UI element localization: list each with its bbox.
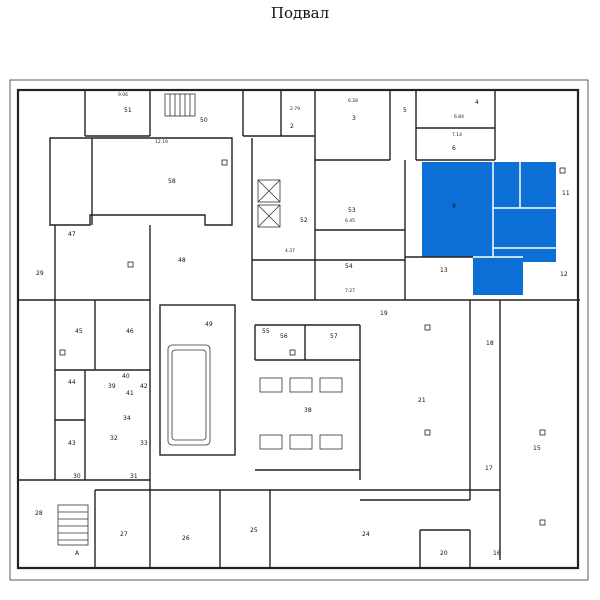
room-label-28: 28 bbox=[35, 510, 43, 517]
room-label-2: 2 bbox=[290, 123, 294, 130]
elevator-core bbox=[251, 138, 405, 300]
room-label-30: 30 bbox=[73, 473, 81, 480]
left-walls bbox=[18, 225, 151, 490]
room-label-44: 44 bbox=[68, 379, 76, 386]
room-label-9: 9 bbox=[452, 203, 456, 210]
room-label-46: 46 bbox=[126, 328, 134, 335]
room-label-34: 34 bbox=[123, 415, 131, 422]
room-label-42: 42 bbox=[140, 383, 148, 390]
room-label-56: 56 bbox=[280, 333, 288, 340]
room-label-31: 31 bbox=[130, 473, 138, 480]
room-area-54: 7.27 bbox=[345, 288, 355, 294]
room-label-18: 18 bbox=[486, 340, 494, 347]
room-label-4: 4 bbox=[475, 99, 479, 106]
room-label-29: 29 bbox=[36, 270, 44, 277]
room-area-2: 2.79 bbox=[290, 106, 300, 112]
top-rooms bbox=[84, 90, 496, 161]
room-label-24: 24 bbox=[362, 531, 370, 538]
room-label-11: 11 bbox=[562, 190, 570, 197]
room-label-3: 3 bbox=[352, 115, 356, 122]
room-label-16: 16 bbox=[493, 550, 501, 557]
room-label-13: 13 bbox=[440, 267, 448, 274]
room-label-19: 19 bbox=[380, 310, 388, 317]
room-label-45: 45 bbox=[75, 328, 83, 335]
columns bbox=[59, 159, 566, 526]
room-38-equipment bbox=[259, 377, 343, 450]
room-label-51: 51 bbox=[124, 107, 132, 114]
room-label-49: 49 bbox=[205, 321, 213, 328]
room-label-43: 43 bbox=[68, 440, 76, 447]
stair-top bbox=[164, 93, 196, 117]
room-label-15: 15 bbox=[533, 445, 541, 452]
room-label-32: 32 bbox=[110, 435, 118, 442]
bottom-rooms bbox=[94, 489, 500, 568]
room-area-6: 7.14 bbox=[452, 132, 462, 138]
room-area-52: 4.37 bbox=[285, 248, 295, 254]
center-rooms bbox=[252, 160, 580, 301]
room-label-6: 6 bbox=[452, 145, 456, 152]
room-label-33: 33 bbox=[140, 440, 148, 447]
highlighted-area[interactable] bbox=[422, 162, 556, 295]
room-label-21: 21 bbox=[418, 397, 426, 404]
room-label-27: 27 bbox=[120, 531, 128, 538]
room-label-58: 58 bbox=[168, 178, 176, 185]
room-label-20: 20 bbox=[440, 550, 448, 557]
pool bbox=[159, 304, 236, 456]
room-label-25: 25 bbox=[250, 527, 258, 534]
room-label-47: 47 bbox=[68, 231, 76, 238]
room-area-51: 9.06 bbox=[118, 92, 128, 98]
plan-title: Подвал bbox=[270, 4, 330, 22]
room-label-50: 50 bbox=[200, 117, 208, 124]
room-area-3: 6.28 bbox=[348, 98, 358, 104]
room-58-area bbox=[49, 137, 233, 226]
exterior-wall bbox=[16, 88, 580, 570]
middle-rooms bbox=[254, 300, 501, 560]
room-label-52: 52 bbox=[300, 217, 308, 224]
room-label-5: 5 bbox=[403, 107, 407, 114]
room-area-53: 6.45 bbox=[345, 218, 355, 224]
room-label-26: 26 bbox=[182, 535, 190, 542]
room-label-38: 38 bbox=[304, 407, 312, 414]
room-label-55: 55 bbox=[262, 328, 270, 335]
room-label-39: 39 bbox=[108, 383, 116, 390]
room-label-12: 12 bbox=[560, 271, 568, 278]
room-label-17: 17 bbox=[485, 465, 493, 472]
room-area-58: 12.19 bbox=[155, 139, 168, 145]
stair-bottom bbox=[57, 504, 89, 546]
room-labels: 51 9.06 50 2 2.79 3 6.28 4 6.84 5 6 7.14… bbox=[35, 92, 570, 557]
room-label-54: 54 bbox=[345, 263, 353, 270]
room-label-A: A bbox=[75, 550, 80, 557]
room-label-41: 41 bbox=[126, 390, 134, 397]
room-label-57: 57 bbox=[330, 333, 338, 340]
room-label-40: 40 bbox=[122, 373, 130, 380]
room-label-48: 48 bbox=[178, 257, 186, 264]
plan-frame bbox=[9, 79, 589, 581]
room-label-53: 53 bbox=[348, 207, 356, 214]
room-area-4: 6.84 bbox=[454, 114, 464, 120]
